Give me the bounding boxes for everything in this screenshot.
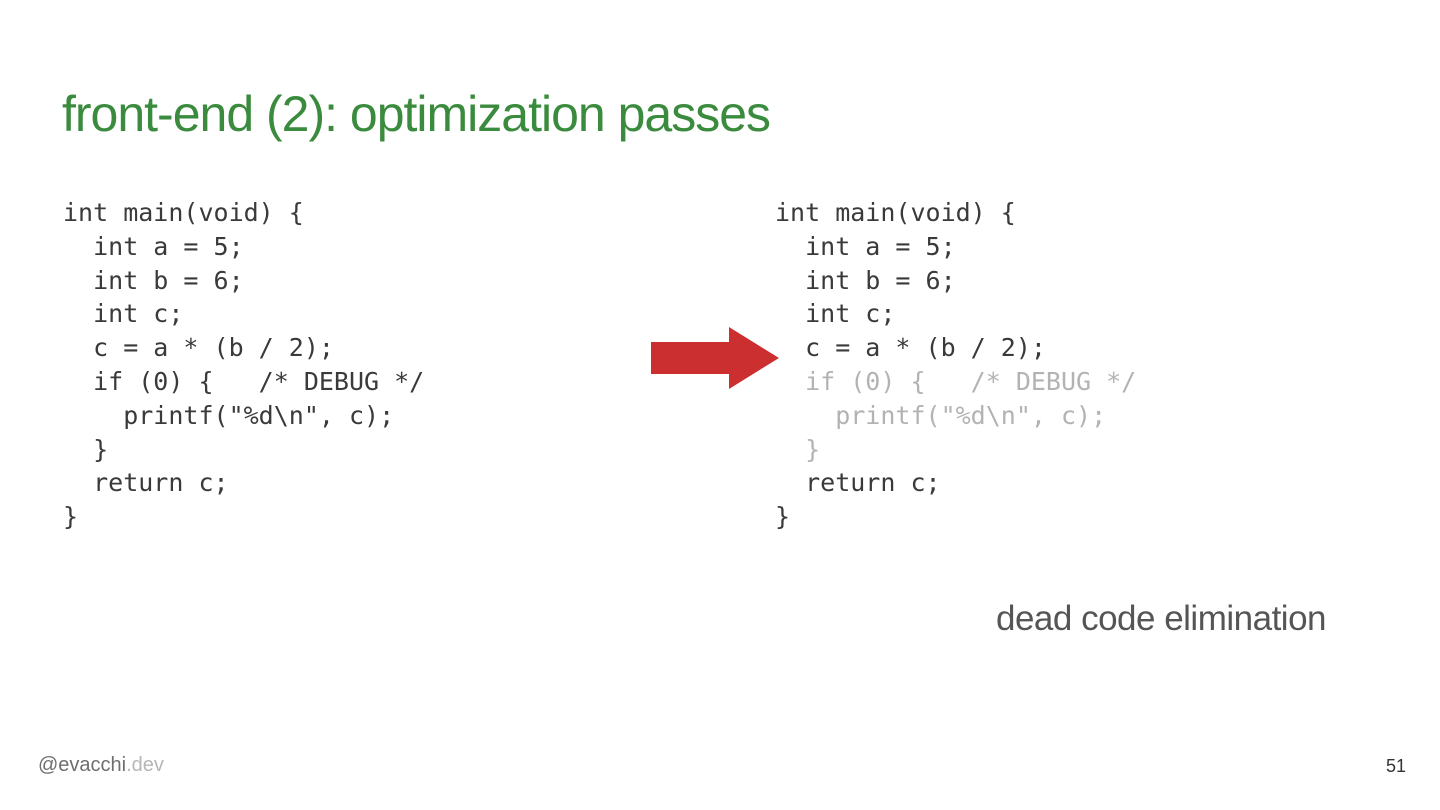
code-line: if (0) { /* DEBUG */ bbox=[63, 366, 425, 396]
handle-main: @evacchi bbox=[38, 754, 127, 776]
dead-code-line: } bbox=[775, 434, 821, 464]
code-line: int main(void) { bbox=[63, 198, 304, 227]
dead-code-line: if (0) { /* DEBUG */ bbox=[775, 366, 1137, 396]
code-line: int a = 5; bbox=[775, 231, 956, 261]
code-line: } bbox=[63, 434, 109, 464]
slide-title: front-end (2): optimization passes bbox=[62, 86, 771, 142]
code-line: int a = 5; bbox=[63, 231, 244, 261]
code-line: return c; bbox=[775, 468, 941, 498]
code-line: return c; bbox=[63, 468, 229, 498]
code-line: int c; bbox=[775, 299, 896, 329]
code-line: } bbox=[63, 502, 79, 532]
code-line: } bbox=[775, 502, 791, 532]
dead-code-line: printf("%d\n", c); bbox=[775, 400, 1107, 430]
right-arrow-icon bbox=[651, 327, 779, 389]
code-line: int c; bbox=[63, 299, 184, 329]
code-line: int main(void) { bbox=[775, 198, 1016, 227]
code-line: printf("%d\n", c); bbox=[63, 400, 395, 430]
code-line: c = a * (b / 2); bbox=[775, 333, 1046, 363]
code-before: int main(void) { int a = 5; int b = 6; i… bbox=[63, 196, 424, 534]
code-line: c = a * (b / 2); bbox=[63, 333, 334, 363]
page-number: 51 bbox=[1385, 756, 1406, 776]
code-line: int b = 6; bbox=[63, 265, 244, 295]
handle-domain: .dev bbox=[126, 754, 164, 776]
author-handle: @evacchi.dev bbox=[38, 753, 164, 777]
code-after: int main(void) { int a = 5; int b = 6; i… bbox=[775, 196, 1136, 534]
caption: dead code elimination bbox=[995, 599, 1327, 638]
code-line: int b = 6; bbox=[775, 265, 956, 295]
